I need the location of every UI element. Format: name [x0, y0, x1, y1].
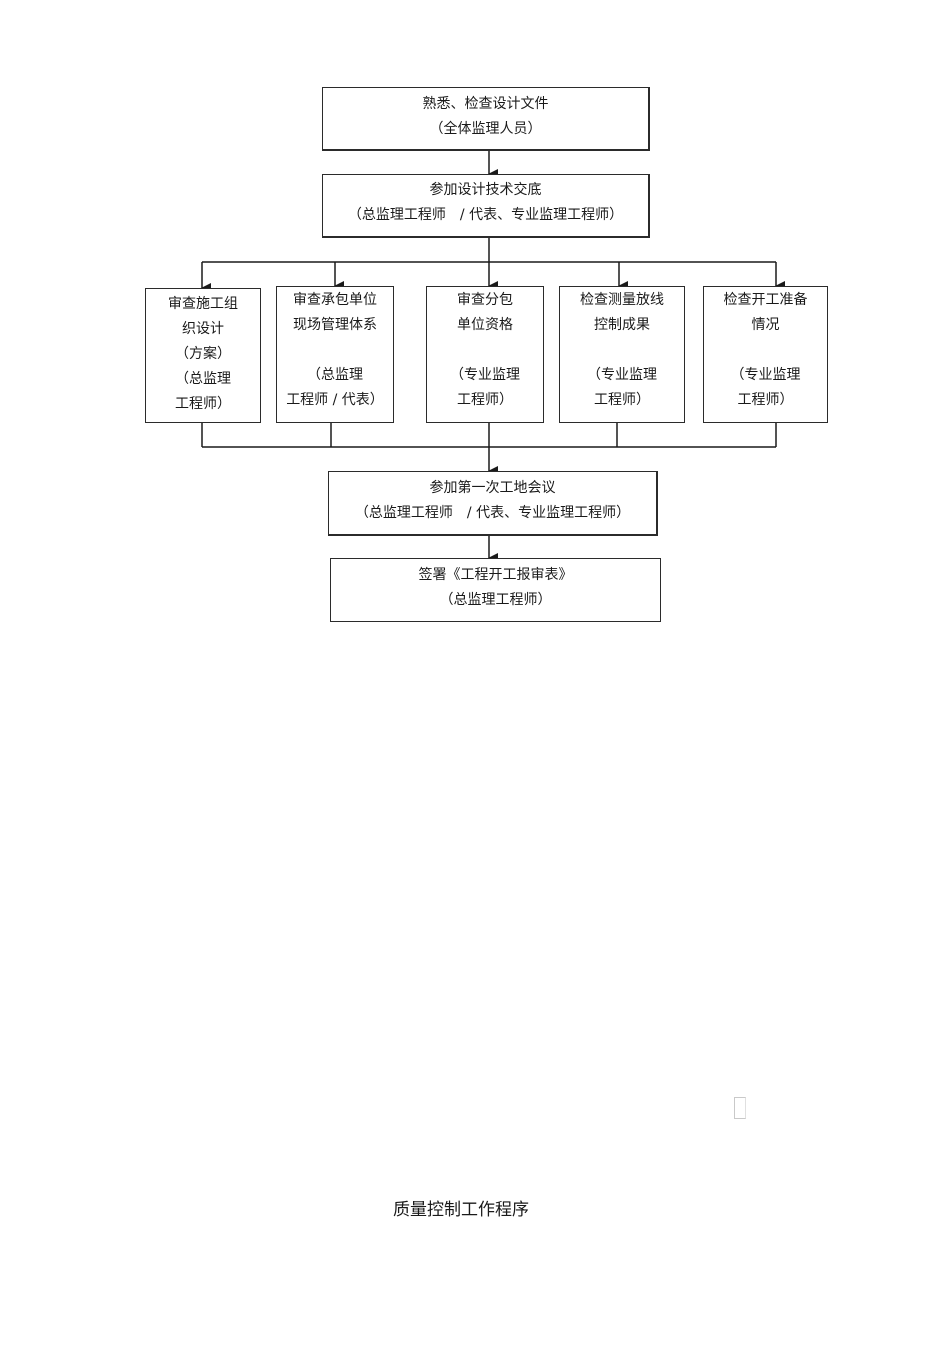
review-box-start-preparation: 检查开工准备 情况 （专业监理 工程师）	[703, 286, 828, 423]
review-1-line5: 工程师）	[175, 396, 231, 412]
review-2-line4: （总监理	[307, 367, 363, 383]
review-5-line1: 检查开工准备	[723, 292, 808, 308]
review-box-construction-plan: 审查施工组 织设计 （方案） （总监理 工程师）	[145, 288, 261, 423]
step-first-site-meeting: 参加第一次工地会议 （总监理工程师 / 代表、专业监理工程师）	[328, 471, 658, 536]
review-1-line4: （总监理	[175, 371, 231, 387]
step1-title: 熟悉、检查设计文件	[422, 96, 549, 112]
step1-role: （全体监理人员）	[429, 121, 542, 137]
placeholder-glyph-box	[734, 1097, 746, 1119]
review-4-line4: （专业监理	[587, 367, 657, 383]
step5-title: 签署《工程开工报审表》	[418, 567, 573, 583]
review-3-line4: （专业监理	[450, 367, 520, 383]
page-caption: 质量控制工作程序	[393, 1200, 529, 1220]
review-4-line5: 工程师）	[594, 392, 650, 408]
review-2-line3	[277, 338, 393, 363]
review-box-subcontractor: 审查分包 单位资格 （专业监理 工程师）	[426, 286, 544, 423]
review-2-line1: 审查承包单位	[293, 292, 377, 308]
review-3-line5: 工程师）	[457, 392, 513, 408]
step-review-design-documents: 熟悉、检查设计文件 （全体监理人员）	[322, 87, 650, 151]
review-5-line5: 工程师）	[737, 392, 794, 408]
step5-role: （总监理工程师）	[439, 592, 552, 608]
review-3-line2: 单位资格	[457, 317, 513, 333]
step2-title: 参加设计技术交底	[429, 182, 542, 198]
step4-role: （总监理工程师 / 代表、专业监理工程师）	[354, 505, 631, 521]
review-1-line2: 织设计	[182, 321, 224, 337]
review-1-line1: 审查施工组	[168, 296, 238, 312]
step2-role: （总监理工程师 / 代表、专业监理工程师）	[347, 207, 624, 223]
review-3-line3	[427, 338, 543, 363]
review-4-line1: 检查测量放线	[580, 292, 664, 308]
step4-title: 参加第一次工地会议	[429, 480, 556, 496]
review-2-line5: 工程师 / 代表）	[286, 392, 384, 408]
step-sign-start-approval: 签署《工程开工报审表》 （总监理工程师）	[330, 558, 661, 622]
review-2-line2: 现场管理体系	[293, 317, 377, 333]
review-1-line3: （方案）	[175, 346, 231, 362]
review-box-contractor-management: 审查承包单位 现场管理体系 （总监理 工程师 / 代表）	[276, 286, 394, 423]
review-4-line3	[560, 338, 684, 363]
step-design-briefing: 参加设计技术交底 （总监理工程师 / 代表、专业监理工程师）	[322, 174, 650, 238]
review-box-survey-control: 检查测量放线 控制成果 （专业监理 工程师）	[559, 286, 685, 423]
review-4-line2: 控制成果	[594, 317, 650, 333]
review-5-line2: 情况	[751, 317, 780, 333]
review-3-line1: 审查分包	[457, 292, 513, 308]
review-5-line4: （专业监理	[730, 367, 801, 383]
review-5-line3	[704, 338, 827, 363]
